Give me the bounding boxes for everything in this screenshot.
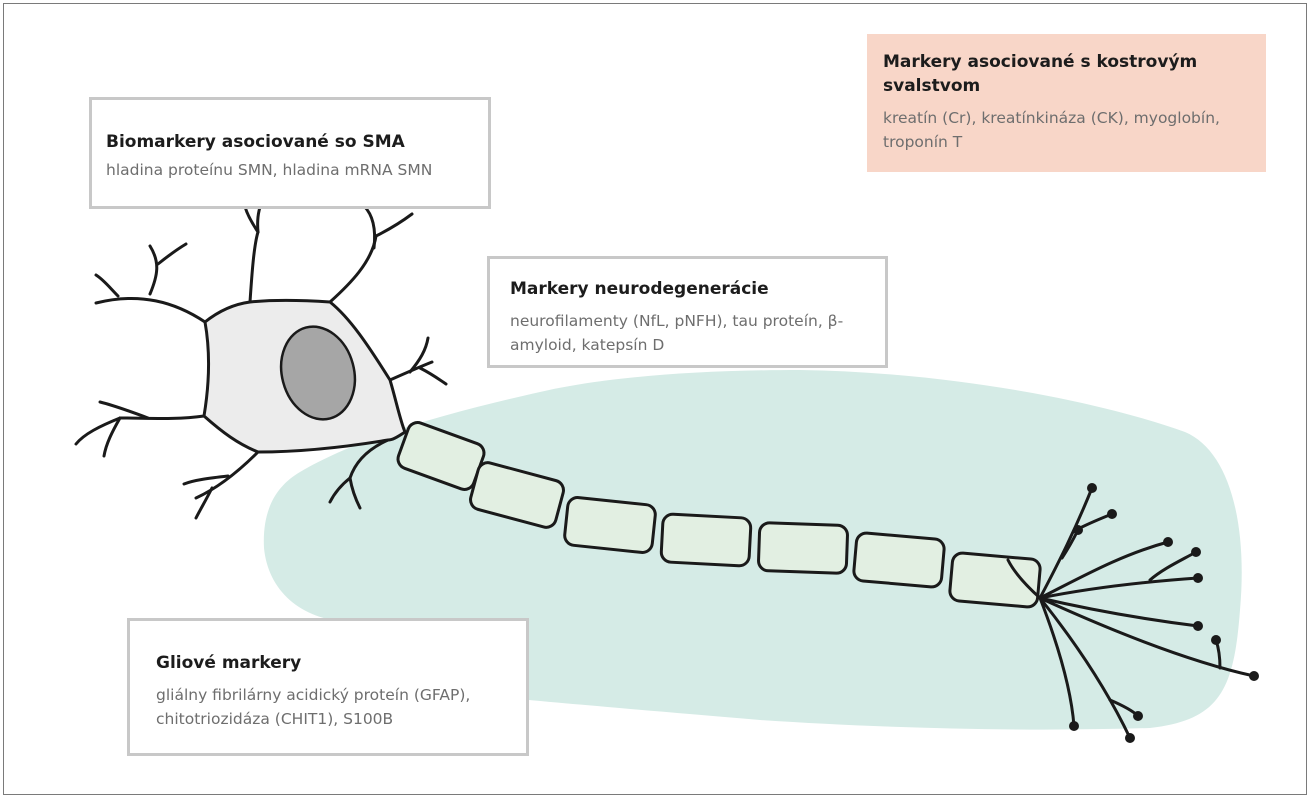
terminal-bulb (1163, 537, 1173, 547)
axon-terminal (1006, 486, 1256, 740)
terminal-bulb (1107, 509, 1117, 519)
myelin-segment (563, 496, 657, 554)
nucleus (279, 325, 357, 421)
myelin-segment (757, 521, 849, 575)
myelin-segment (469, 461, 565, 529)
neuron (74, 182, 1259, 743)
neurodegeneration-markers-text: neurofilamenty (NfL, pNFH), tau proteín,… (510, 312, 844, 354)
muscle-markers-text: kreatín (Cr), kreatínkináza (CK), myoglo… (883, 109, 1220, 151)
terminal-bulb (1211, 635, 1221, 645)
myelin-segment (948, 551, 1042, 609)
muscle-markers-box: Markery asociované s kostrovým svalstvom… (867, 34, 1266, 172)
terminal-bulb (1193, 621, 1203, 631)
sma-biomarkers-box: Biomarkery asociované so SMA hladina pro… (89, 97, 491, 209)
glial-markers-text: gliálny fibrilárny acidický proteín (GFA… (156, 686, 471, 728)
sma-biomarkers-text: hladina proteínu SMN, hladina mRNA SMN (106, 161, 433, 179)
terminal-bulb (1133, 711, 1143, 721)
terminal-bulb (1249, 671, 1259, 681)
neurodegeneration-markers-box: Markery neurodegenerácie neurofilamenty … (487, 256, 888, 368)
sma-biomarkers-title: Biomarkery asociované so SMA (106, 132, 405, 152)
muscle-markers-title: Markery asociované s kostrovým svalstvom (883, 52, 1198, 96)
myelin-sheath (396, 421, 1042, 609)
myelin-segment (659, 512, 753, 568)
terminal-bulb (1073, 525, 1083, 535)
terminal-bulb (1087, 483, 1097, 493)
axon-terminal-bulbs (1069, 483, 1259, 743)
terminal-bulb (1125, 733, 1135, 743)
glial-markers-box: Gliové markery gliálny fibrilárny acidic… (127, 618, 529, 756)
terminal-bulb (1191, 547, 1201, 557)
terminal-bulb (1069, 721, 1079, 731)
myelin-segment (852, 531, 946, 589)
terminal-bulb (1193, 573, 1203, 583)
glial-markers-title: Gliové markery (156, 653, 302, 673)
neurodegeneration-markers-title: Markery neurodegenerácie (510, 279, 769, 299)
